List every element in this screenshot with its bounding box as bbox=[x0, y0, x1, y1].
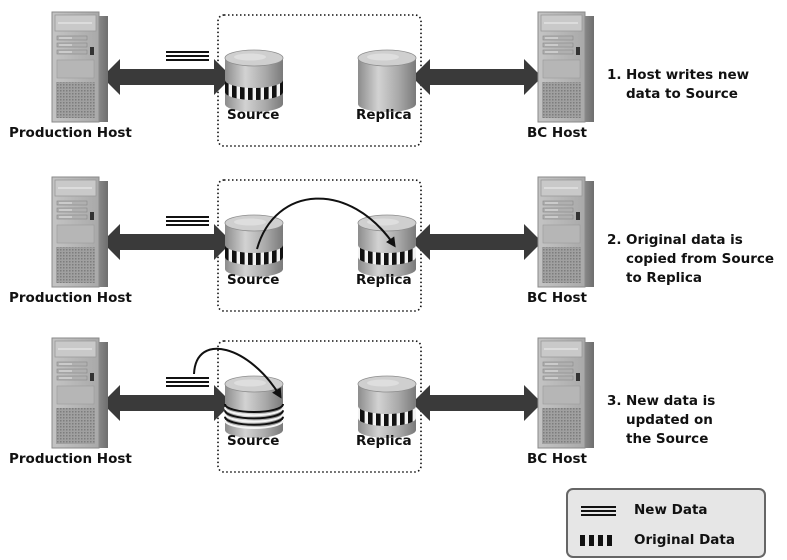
production-host-label: Production Host bbox=[9, 125, 132, 141]
step-description: 1.Host writes new data to Source bbox=[607, 66, 787, 126]
legend: New Data Original Data bbox=[566, 488, 766, 558]
bc-host-label: BC Host bbox=[527, 125, 587, 141]
replication-row-2 bbox=[51, 176, 594, 312]
source-label: Source bbox=[227, 433, 280, 449]
original-data-band bbox=[358, 406, 416, 426]
source-label: Source bbox=[227, 272, 280, 288]
original-data-legend-icon bbox=[580, 535, 612, 546]
step-description: 3.New data is updated on the Source bbox=[607, 392, 787, 452]
source-volume-icon bbox=[224, 214, 284, 277]
production-host-label: Production Host bbox=[9, 290, 132, 306]
bc-host-server-icon bbox=[537, 337, 594, 449]
legend-original-data-label: Original Data bbox=[634, 532, 735, 548]
new-data-write-icon bbox=[166, 216, 209, 226]
bc-host-link-arrow bbox=[412, 385, 542, 421]
production-host-label: Production Host bbox=[9, 451, 132, 467]
production-host-link-arrow bbox=[102, 59, 232, 95]
new-data-write-icon bbox=[166, 51, 209, 61]
step-text-line: the Source bbox=[626, 431, 709, 447]
replica-volume-icon bbox=[357, 49, 417, 112]
bc-host-server-icon bbox=[537, 11, 594, 123]
step-text-line: copied from Source bbox=[626, 251, 775, 267]
copy-to-replica-arrow bbox=[256, 197, 396, 250]
original-data-band bbox=[358, 245, 416, 265]
replica-volume-icon bbox=[357, 375, 417, 438]
production-host-server-icon bbox=[51, 11, 108, 123]
update-source-arrow bbox=[193, 347, 282, 399]
step-number: 3. bbox=[607, 393, 622, 409]
replica-label: Replica bbox=[356, 107, 412, 123]
replica-volume-icon bbox=[357, 214, 417, 277]
step-number: 2. bbox=[607, 232, 622, 248]
step-text-line: New data is bbox=[626, 393, 716, 409]
original-data-band bbox=[225, 80, 283, 100]
step-text-line: data to Source bbox=[626, 86, 738, 102]
new-data-band bbox=[224, 403, 284, 429]
source-label: Source bbox=[227, 107, 280, 123]
source-volume-icon bbox=[224, 49, 284, 112]
production-host-link-arrow bbox=[102, 385, 232, 421]
bc-host-link-arrow bbox=[412, 224, 542, 260]
replica-label: Replica bbox=[356, 433, 412, 449]
replica-label: Replica bbox=[356, 272, 412, 288]
source-volume-icon bbox=[224, 375, 284, 438]
bc-host-label: BC Host bbox=[527, 451, 587, 467]
new-data-legend-icon bbox=[581, 506, 616, 516]
replication-row-1 bbox=[51, 11, 594, 147]
step-text-line: Host writes new bbox=[626, 67, 750, 83]
production-host-link-arrow bbox=[102, 224, 232, 260]
production-host-server-icon bbox=[51, 337, 108, 449]
step-number: 1. bbox=[607, 67, 622, 83]
legend-new-data-label: New Data bbox=[634, 502, 708, 518]
step-text-line: to Replica bbox=[626, 270, 703, 286]
step-text-line: Original data is bbox=[626, 232, 743, 248]
original-data-band bbox=[225, 245, 283, 265]
bc-host-server-icon bbox=[537, 176, 594, 288]
step-text-line: updated on bbox=[626, 412, 713, 428]
step-description: 2.Original data is copied from Source to R… bbox=[607, 231, 787, 291]
new-data-write-icon bbox=[166, 377, 209, 387]
production-host-server-icon bbox=[51, 176, 108, 288]
bc-host-label: BC Host bbox=[527, 290, 587, 306]
bc-host-link-arrow bbox=[412, 59, 542, 95]
replication-row-3 bbox=[51, 337, 594, 473]
